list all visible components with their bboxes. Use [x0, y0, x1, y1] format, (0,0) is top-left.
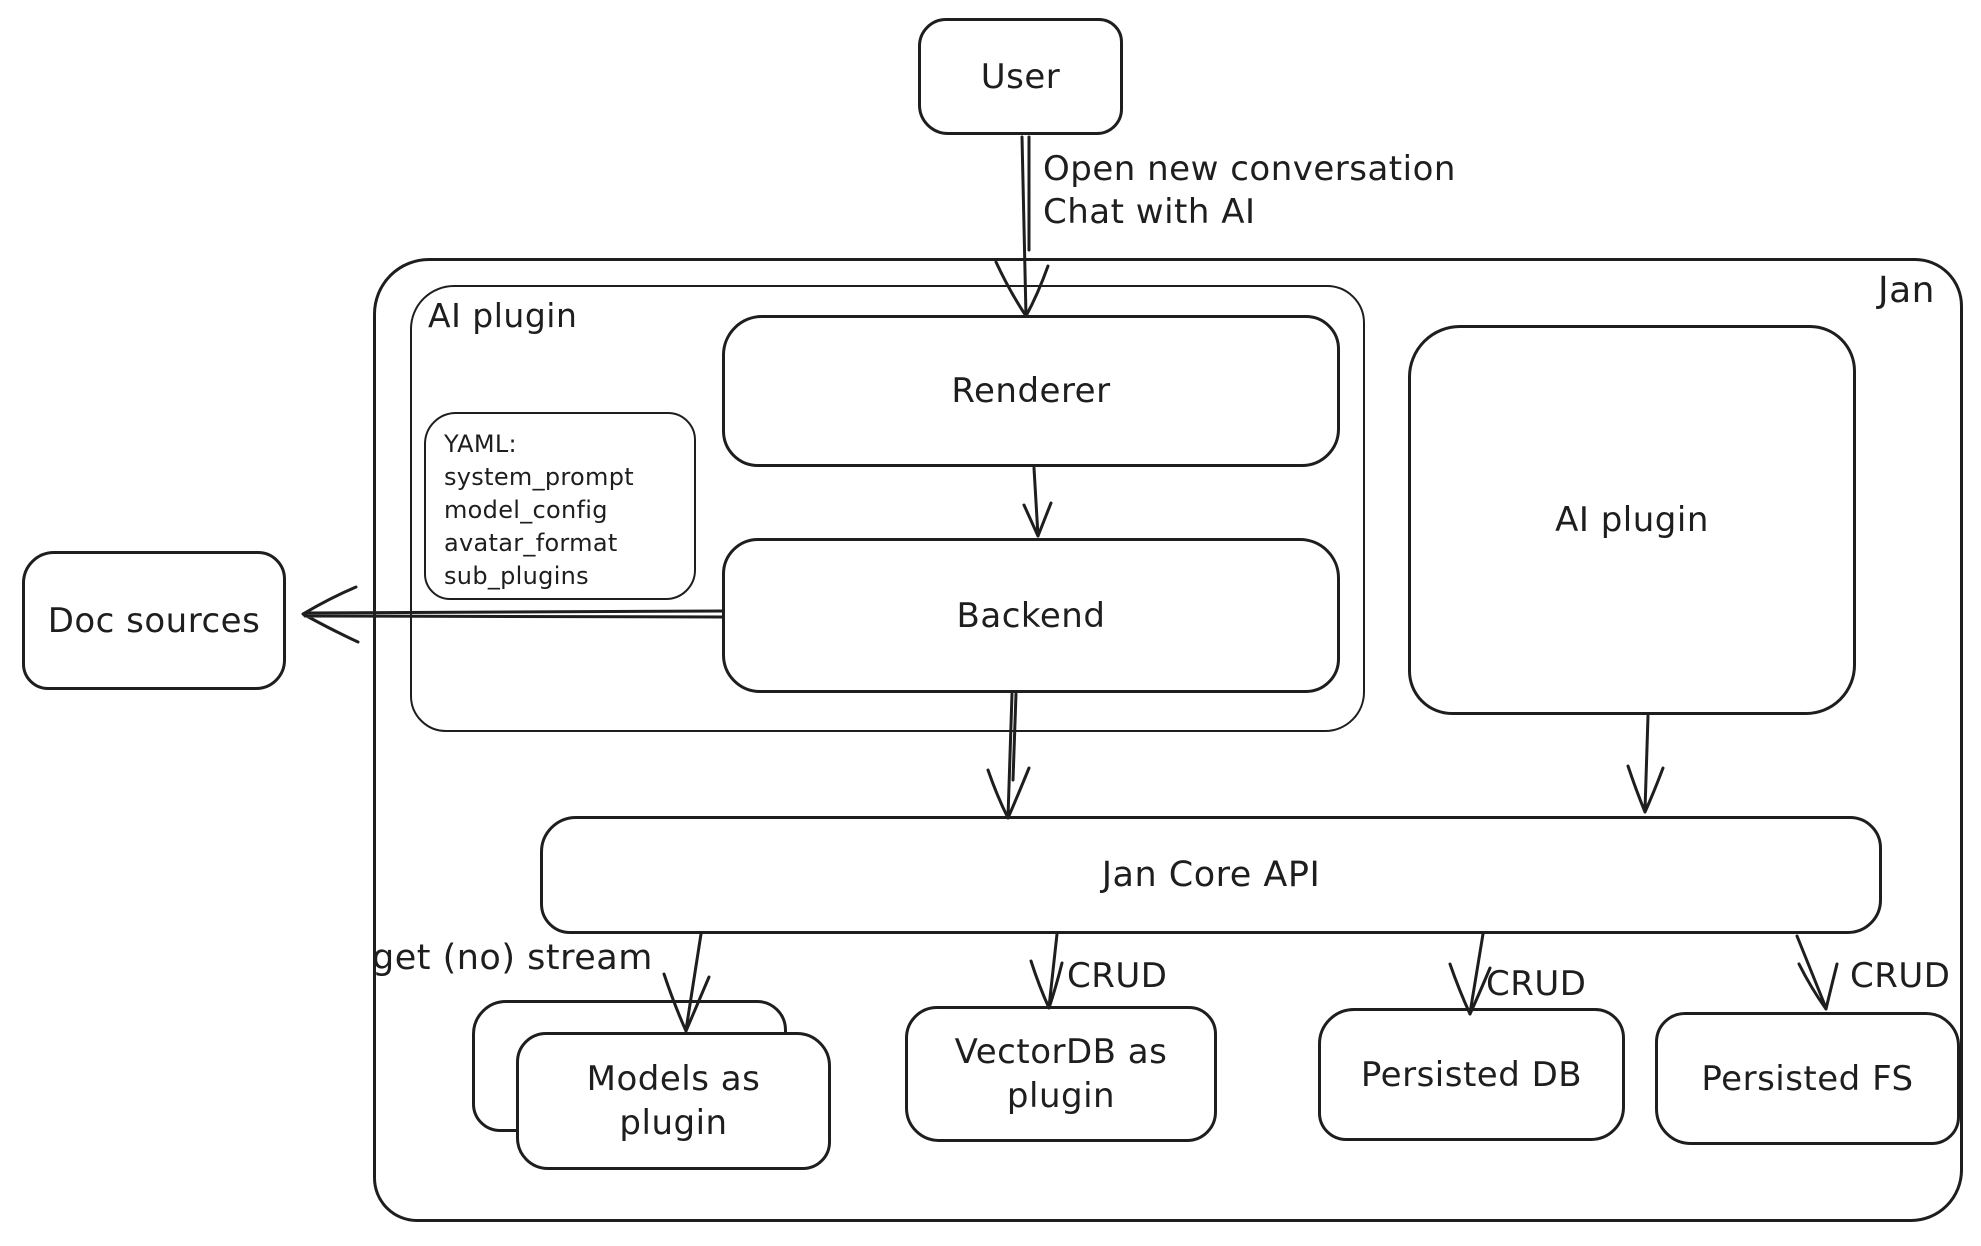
node-ai-plugin-right: AI plugin	[1408, 325, 1856, 715]
yaml-note-line: model_config	[444, 496, 608, 524]
node-models-as-plugin: Models as plugin	[516, 1032, 831, 1170]
yaml-note-line: sub_plugins	[444, 562, 589, 590]
edge-label-user-flow-line2: Chat with AI	[1043, 192, 1256, 232]
node-persisted-db-label: Persisted DB	[1360, 1054, 1583, 1095]
node-renderer: Renderer	[722, 315, 1340, 467]
edge-label-crud-vectordb: CRUD	[1067, 956, 1168, 996]
node-doc-sources-label: Doc sources	[47, 600, 261, 641]
node-renderer-label: Renderer	[951, 371, 1111, 411]
node-backend: Backend	[722, 538, 1340, 693]
ai-plugin-group-label: AI plugin	[428, 296, 578, 335]
node-persisted-fs: Persisted FS	[1655, 1012, 1960, 1145]
node-persisted-db: Persisted DB	[1318, 1008, 1625, 1141]
node-persisted-fs-label: Persisted FS	[1701, 1058, 1914, 1099]
edge-label-get-no-stream: get (no) stream	[372, 938, 653, 978]
edge-label-crud-persisted-fs: CRUD	[1850, 956, 1951, 996]
node-ai-plugin-right-label: AI plugin	[1555, 500, 1709, 540]
node-user: User	[918, 18, 1123, 135]
yaml-note-line: avatar_format	[444, 529, 618, 557]
yaml-note-line: system_prompt	[444, 463, 634, 491]
node-backend-label: Backend	[956, 595, 1106, 636]
node-user-label: User	[980, 56, 1061, 97]
node-doc-sources: Doc sources	[22, 551, 286, 690]
edge-label-user-flow-line1: Open new conversation	[1043, 149, 1456, 189]
node-jan-core-api: Jan Core API	[540, 816, 1882, 934]
node-vectordb-as-plugin-label: VectorDB as plugin	[954, 1032, 1168, 1116]
yaml-note-line: YAML:	[444, 430, 517, 458]
node-models-as-plugin-label: Models as plugin	[586, 1059, 761, 1143]
node-jan-core-api-label: Jan Core API	[1101, 855, 1321, 895]
jan-container-label: Jan	[1878, 270, 1935, 311]
yaml-note: YAML: system_prompt model_config avatar_…	[424, 412, 696, 600]
edge-label-crud-persisted-db: CRUD	[1486, 964, 1587, 1004]
edge-label-user-flow: Open new conversation Chat with AI	[1043, 148, 1456, 234]
node-vectordb-as-plugin: VectorDB as plugin	[905, 1006, 1217, 1142]
